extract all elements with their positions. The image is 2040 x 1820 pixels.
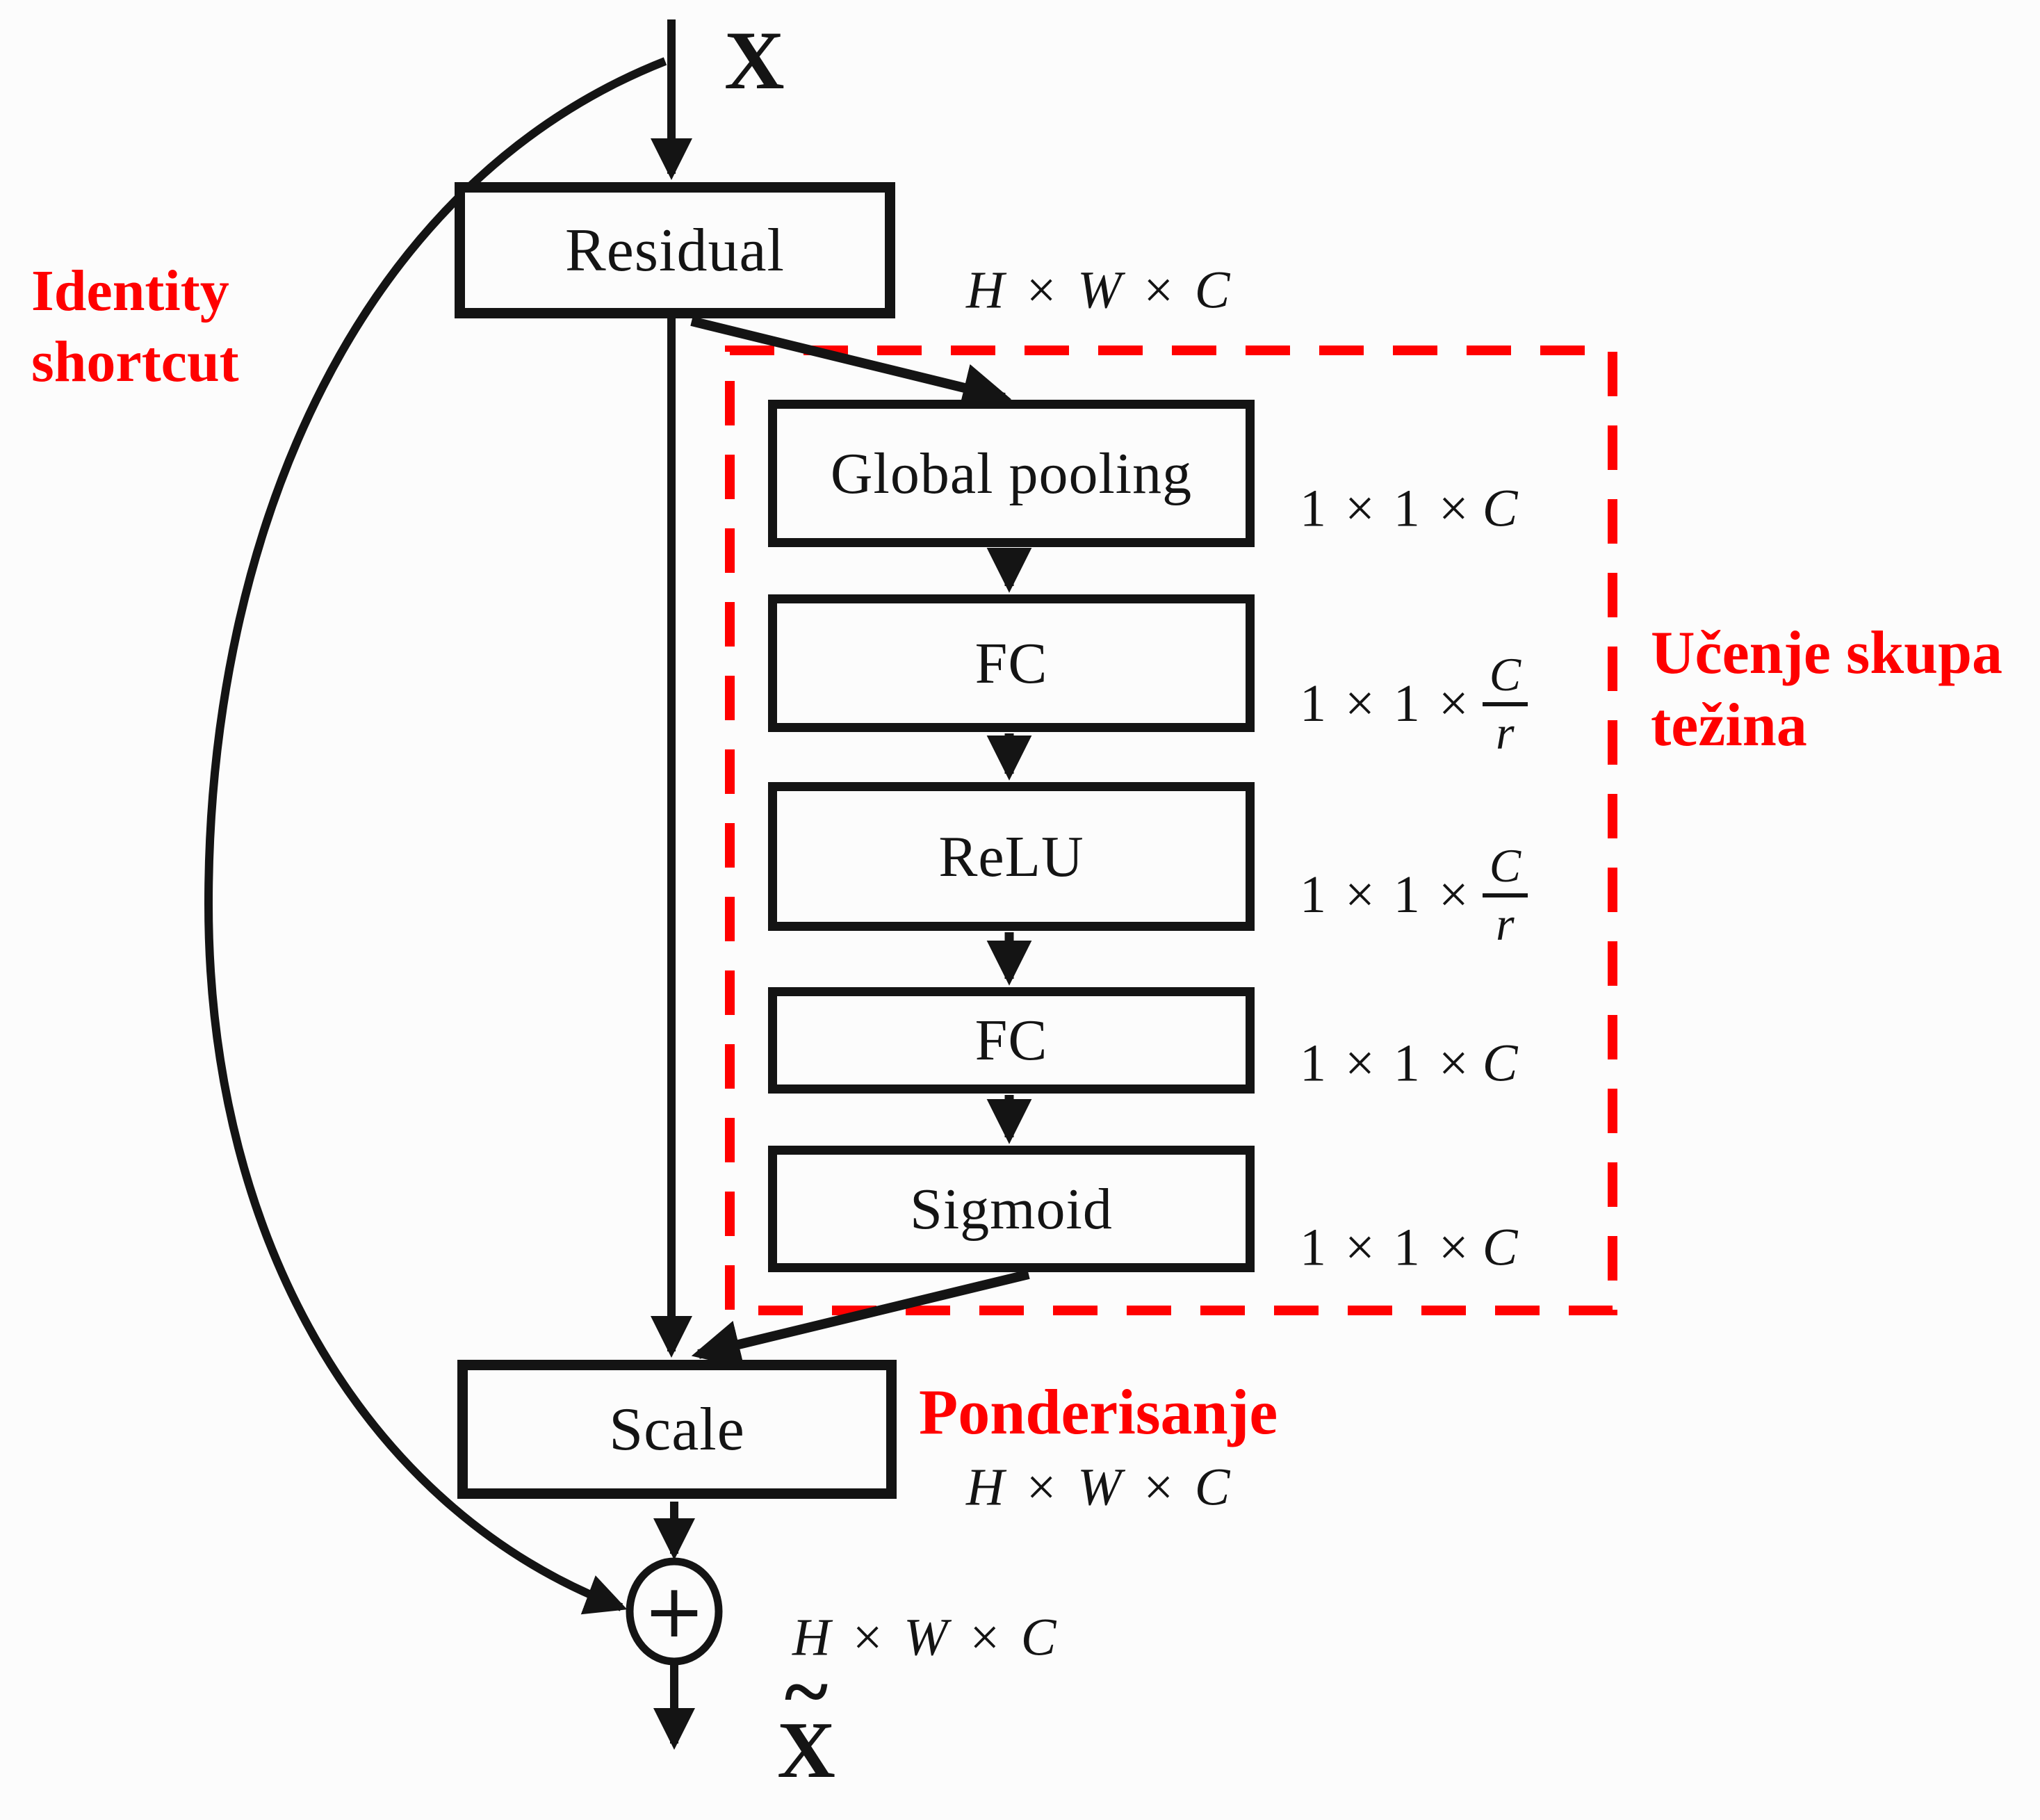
- residual-dim-label: H × W × C: [966, 261, 1233, 320]
- scale-block: Scale: [457, 1360, 897, 1499]
- global-pooling-label: Global pooling: [830, 441, 1193, 506]
- relu-dim-fraction: C r: [1482, 842, 1528, 948]
- relu-dim-label: 1 × 1 × C r: [1300, 842, 1528, 948]
- output-tensor-label: ~ X: [754, 1645, 858, 1795]
- weight-learning-line2: težina: [1651, 691, 1807, 759]
- input-tensor-label: X: [724, 14, 785, 106]
- relu-block: ReLU: [768, 782, 1255, 931]
- relu-label: ReLU: [938, 824, 1084, 889]
- weight-learning-label: Učenje skupa težina: [1651, 617, 2002, 762]
- residual-block: Residual: [455, 182, 895, 318]
- identity-shortcut-curve: [204, 57, 667, 1615]
- fc2-label: FC: [974, 1008, 1048, 1073]
- residual-to-pooling-arrow: [690, 316, 1012, 412]
- sigmoid-block: Sigmoid: [768, 1146, 1255, 1272]
- identity-shortcut-label: Identity shortcut: [31, 256, 239, 398]
- sum-dim-label: H × W × C: [792, 1608, 1059, 1667]
- sigmoid-to-scale-arrow: [691, 1269, 1030, 1369]
- sigmoid-dim-label: 1 × 1 × C: [1300, 1218, 1518, 1277]
- sum-circle: [626, 1557, 723, 1666]
- scale-dim-label: H × W × C: [966, 1458, 1233, 1517]
- weighting-label: Ponderisanje: [919, 1376, 1278, 1447]
- pooling-dim-label: 1 × 1 × C: [1300, 479, 1518, 538]
- identity-shortcut-line1: Identity: [31, 259, 229, 323]
- scale-label: Scale: [609, 1395, 745, 1463]
- sigmoid-label: Sigmoid: [910, 1176, 1113, 1242]
- output-tilde: ~: [784, 1645, 829, 1737]
- global-pooling-block: Global pooling: [768, 400, 1255, 547]
- fc2-block: FC: [768, 987, 1255, 1094]
- output-base: X: [777, 1706, 835, 1795]
- fc1-dim-label: 1 × 1 × C r: [1300, 651, 1528, 756]
- weight-learning-line1: Učenje skupa: [1651, 619, 2003, 687]
- excitation-dashed-box: [725, 346, 1617, 1315]
- fc1-label: FC: [974, 631, 1048, 696]
- residual-label: Residual: [565, 216, 785, 284]
- identity-shortcut-line2: shortcut: [31, 330, 239, 395]
- plus-icon: +: [643, 1568, 705, 1654]
- fc2-dim-label: 1 × 1 × C: [1300, 1034, 1518, 1093]
- fc1-block: FC: [768, 594, 1255, 732]
- fc1-dim-fraction: C r: [1482, 651, 1528, 756]
